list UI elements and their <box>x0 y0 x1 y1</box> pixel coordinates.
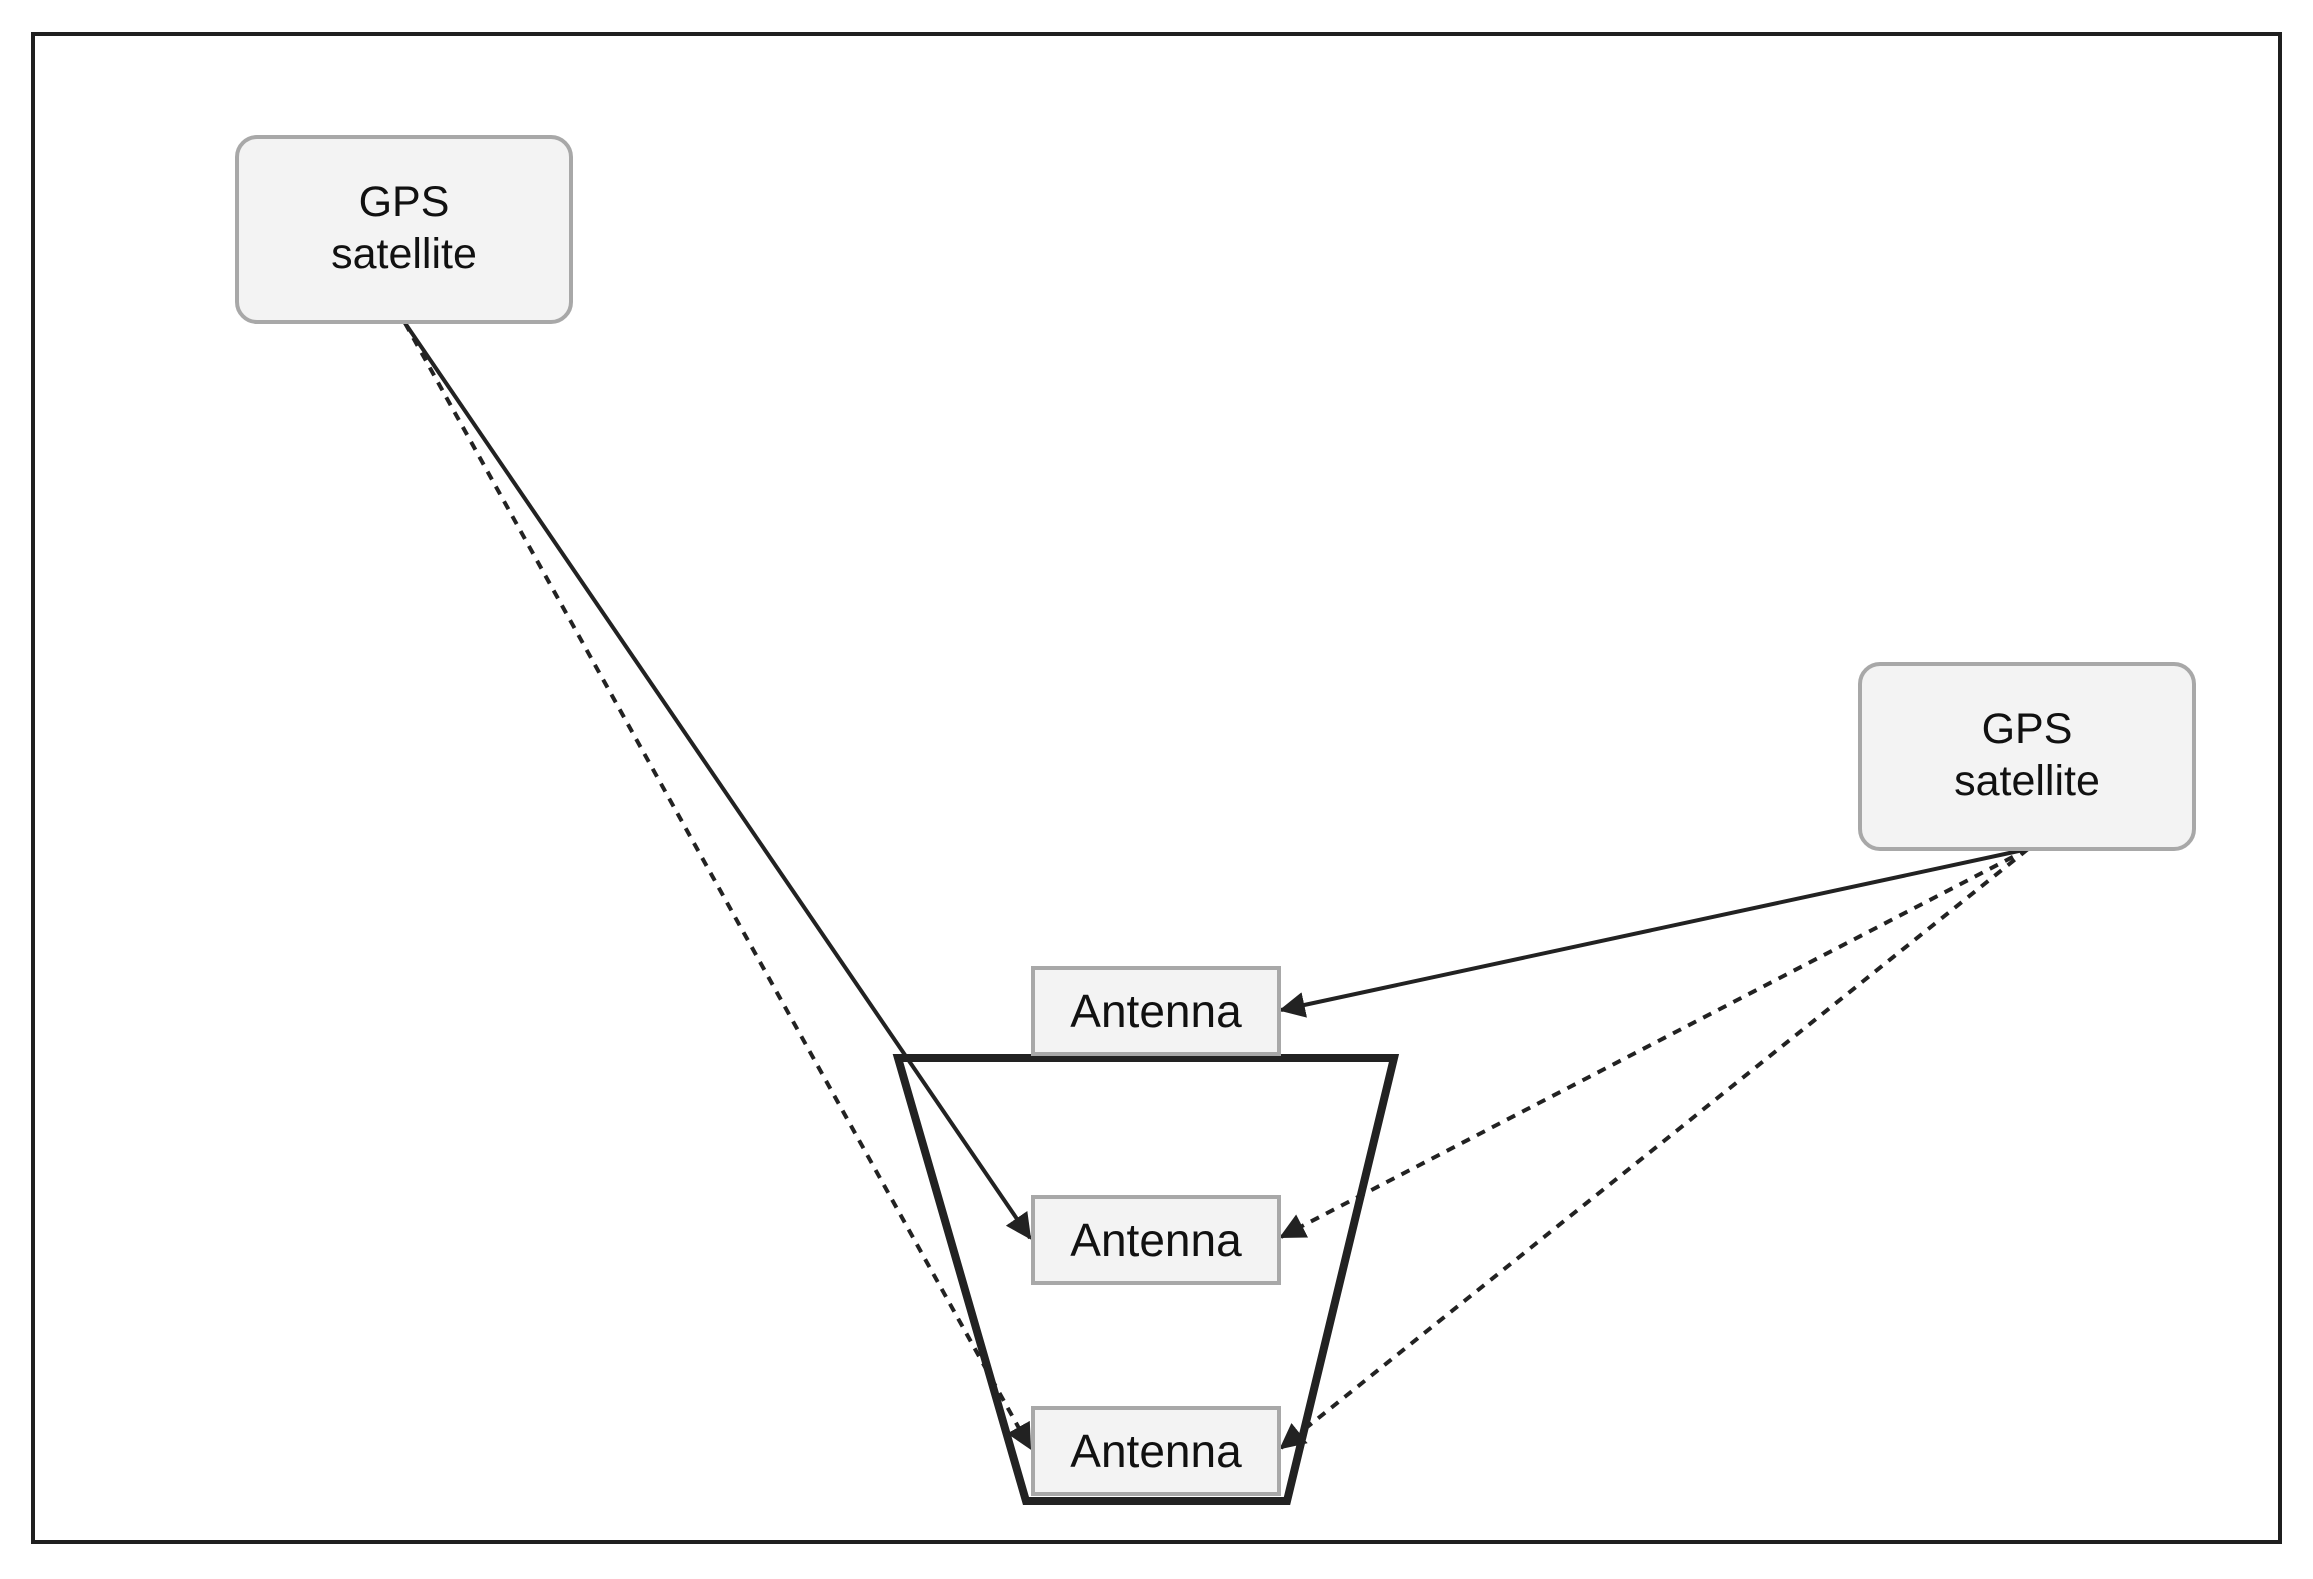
antenna-2: Antenna <box>1031 1195 1281 1285</box>
gps-satellite-2-box <box>1858 662 2196 851</box>
signal-sat2-to-antenna3 <box>1279 847 2030 1450</box>
gps-satellite-2-label-line2: satellite <box>1954 757 2100 805</box>
signal-sat2-to-antenna2 <box>1279 847 2029 1239</box>
diagram-frame <box>31 32 2282 1544</box>
gps-satellite-1-box <box>235 135 573 324</box>
antenna-3-label: Antenna <box>1070 1425 1242 1477</box>
signal-sat1-to-antenna3 <box>403 322 1032 1450</box>
antenna-3: Antenna <box>1031 1406 1281 1496</box>
signal-lines <box>403 321 2030 1450</box>
gps-satellite-1: GPS satellite <box>235 135 573 324</box>
antenna-3-box <box>1031 1406 1281 1496</box>
signal-sat1-to-antenna2 <box>403 321 1032 1240</box>
gps-satellite-1-label-line2: satellite <box>331 230 477 278</box>
signal-sat2-to-antenna1 <box>1278 847 2029 1018</box>
gps-satellite-2: GPS satellite <box>1858 662 2196 851</box>
well-shape <box>892 1054 1400 1505</box>
antenna-1-box <box>1031 966 1281 1056</box>
gps-satellite-2-label-line1: GPS <box>1982 705 2073 753</box>
gps-satellite-1-label-line1: GPS <box>359 178 450 226</box>
antenna-2-box <box>1031 1195 1281 1285</box>
antenna-1: Antenna <box>1031 966 1281 1056</box>
antenna-2-label: Antenna <box>1070 1214 1242 1266</box>
antenna-1-label: Antenna <box>1070 985 1242 1037</box>
